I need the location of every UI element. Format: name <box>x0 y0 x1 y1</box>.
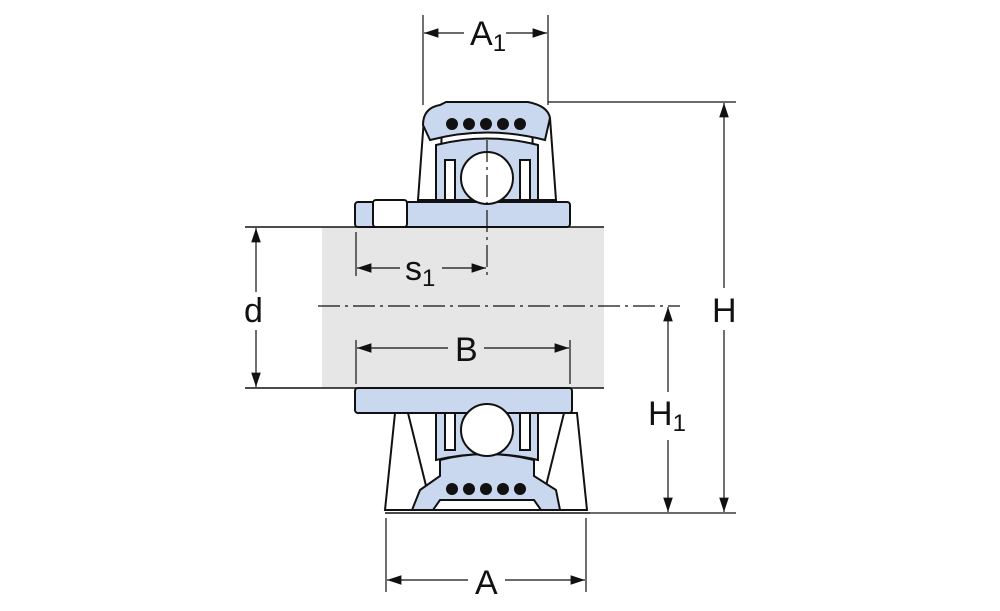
dimension-b: B <box>355 331 571 384</box>
label-h1: H <box>648 395 673 433</box>
lower-lubrication-holes <box>446 483 526 495</box>
dimension-h: H <box>548 101 737 514</box>
dimension-a1: A1 <box>422 15 549 105</box>
lower-housing-section <box>354 387 590 514</box>
lower-ball <box>460 403 514 457</box>
label-a1: A <box>470 15 493 53</box>
label-s1-sub: 1 <box>422 265 435 292</box>
dimension-s1: s1 <box>355 232 486 292</box>
dimension-d: d <box>244 228 263 387</box>
label-b: B <box>455 331 478 369</box>
dimension-a: A <box>385 518 587 602</box>
label-h: H <box>712 292 737 330</box>
upper-lubrication-holes <box>446 118 526 130</box>
dimension-h1: H1 <box>648 307 686 512</box>
label-h1-sub: 1 <box>673 410 686 437</box>
svg-text:s1: s1 <box>405 250 435 292</box>
upper-housing-section <box>354 101 571 228</box>
label-a: A <box>475 564 498 602</box>
label-a1-sub: 1 <box>493 30 506 57</box>
svg-text:H1: H1 <box>648 395 686 437</box>
label-s1: s <box>405 250 422 288</box>
svg-text:A1: A1 <box>470 15 506 57</box>
label-d: d <box>244 292 263 330</box>
shaft <box>245 226 604 389</box>
